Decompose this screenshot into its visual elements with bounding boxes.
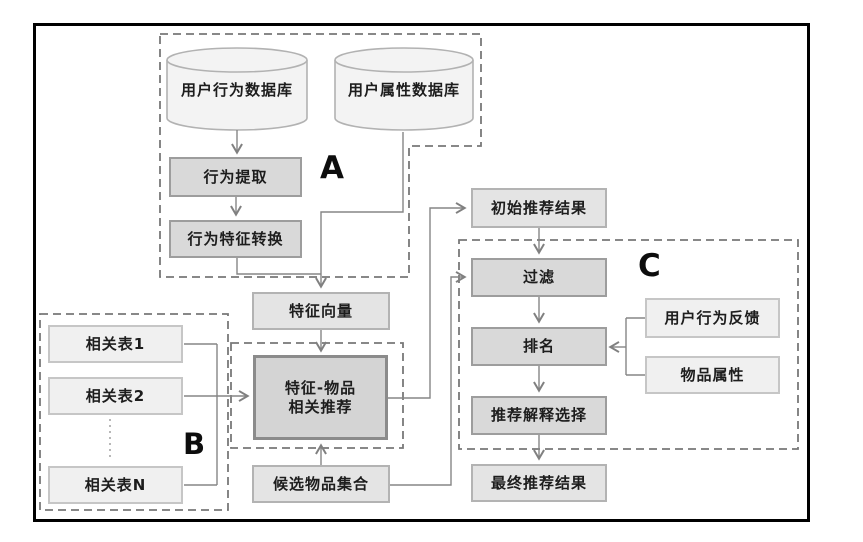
node-label: 行为特征转换 — [187, 229, 284, 248]
region-c-outline — [458, 239, 799, 450]
node-label: 用户行为数据库 — [180, 80, 293, 99]
node-label-line2: 相关推荐 — [288, 397, 353, 416]
node-label: 排名 — [522, 337, 555, 356]
node-filter: 过滤 — [471, 258, 607, 297]
node-label: 相关表2 — [85, 386, 146, 405]
node-user-feedback: 用户行为反馈 — [645, 298, 780, 338]
node-label: 过滤 — [522, 268, 555, 287]
node-final-results: 最终推荐结果 — [471, 464, 607, 502]
node-rel-table-2: 相关表2 — [48, 377, 183, 415]
node-item-attrs: 物品属性 — [645, 356, 780, 394]
region-c-label: C — [638, 248, 661, 284]
node-candidate-items: 候选物品集合 — [252, 465, 390, 503]
region-b-label: B — [183, 427, 206, 461]
node-feature-vector: 特征向量 — [252, 292, 390, 330]
node-label: 用户属性数据库 — [347, 80, 460, 99]
node-behavior-extract: 行为提取 — [169, 157, 302, 197]
node-label: 相关表N — [84, 475, 147, 494]
node-user-behavior-db: 用户行为数据库 — [167, 48, 307, 130]
node-label: 物品属性 — [680, 365, 745, 384]
user-behavior-db-cylinder-top — [166, 47, 308, 73]
arrow-featureitem-to-initial — [388, 202, 467, 399]
node-feature-item-recommend: 特征-物品 相关推荐 — [253, 355, 388, 440]
node-user-attr-db: 用户属性数据库 — [335, 48, 473, 130]
node-explanation-select: 推荐解释选择 — [471, 396, 607, 435]
node-behavior-feature-convert: 行为特征转换 — [169, 220, 302, 258]
node-label: 推荐解释选择 — [490, 406, 587, 425]
node-rel-table-n: 相关表N — [48, 466, 183, 504]
line-convert-to-merge — [236, 258, 321, 275]
user-attr-db-cylinder — [334, 60, 474, 131]
node-label: 候选物品集合 — [272, 474, 369, 493]
region-b-outline — [39, 313, 229, 511]
region-feature-item-outline — [230, 342, 404, 449]
node-ranking: 排名 — [471, 327, 607, 366]
node-rel-table-1: 相关表1 — [48, 325, 183, 363]
arrow-candidate-to-filter — [390, 271, 467, 486]
node-label: 初始推荐结果 — [490, 198, 587, 217]
node-label: 最终推荐结果 — [490, 473, 587, 492]
region-a-label: A — [320, 150, 344, 186]
node-label: 相关表1 — [85, 334, 146, 353]
node-label-line1: 特征-物品 — [284, 378, 357, 397]
region-a-outline — [159, 33, 482, 278]
node-initial-results: 初始推荐结果 — [471, 188, 607, 228]
diagram-frame — [33, 23, 810, 522]
user-attr-db-cylinder-top — [334, 47, 474, 73]
arrow-attrdb-to-featurevector — [315, 132, 404, 289]
node-label: 用户行为反馈 — [664, 308, 761, 327]
node-label: 特征向量 — [288, 301, 353, 320]
node-label: 行为提取 — [203, 167, 268, 186]
